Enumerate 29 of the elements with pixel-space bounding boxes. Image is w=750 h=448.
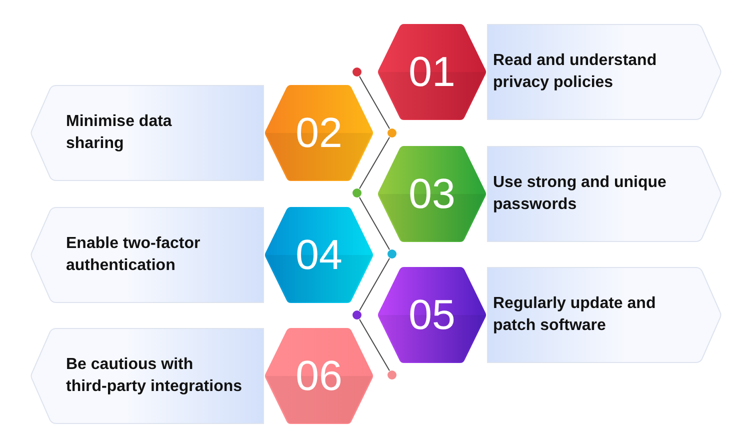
step-number: 01 — [408, 51, 456, 93]
step-text: Minimise data sharing — [66, 112, 173, 154]
step-number: 06 — [296, 355, 342, 397]
connector-line — [359, 76, 390, 130]
hexagon — [378, 267, 486, 363]
connector-line — [359, 318, 390, 372]
step-text: Enable two-factor authentication — [66, 234, 202, 276]
step-number: 05 — [408, 294, 456, 336]
step-number: 02 — [296, 112, 342, 154]
step-text: Use strong and unique passwords — [493, 173, 668, 215]
step-text: Be cautious with third-party integrations — [66, 355, 244, 397]
connector-line — [359, 196, 390, 250]
step-text: Regularly update and patch software — [493, 294, 657, 336]
dot-icon — [352, 310, 362, 320]
dot-icon — [387, 249, 397, 259]
dot-icon — [352, 67, 362, 77]
connector-line — [359, 136, 390, 190]
hexagon — [378, 146, 486, 242]
connector-line — [359, 258, 390, 312]
step-number: 03 — [408, 173, 456, 215]
dot-icon — [387, 128, 397, 138]
step-text: Read and understand privacy policies — [493, 51, 658, 93]
dot-icon — [387, 370, 397, 380]
hexagon — [265, 207, 373, 303]
step-number: 04 — [296, 234, 342, 276]
hexagon — [265, 328, 373, 424]
hexagon — [265, 85, 373, 181]
dot-icon — [352, 188, 362, 198]
hexagon — [378, 24, 486, 120]
